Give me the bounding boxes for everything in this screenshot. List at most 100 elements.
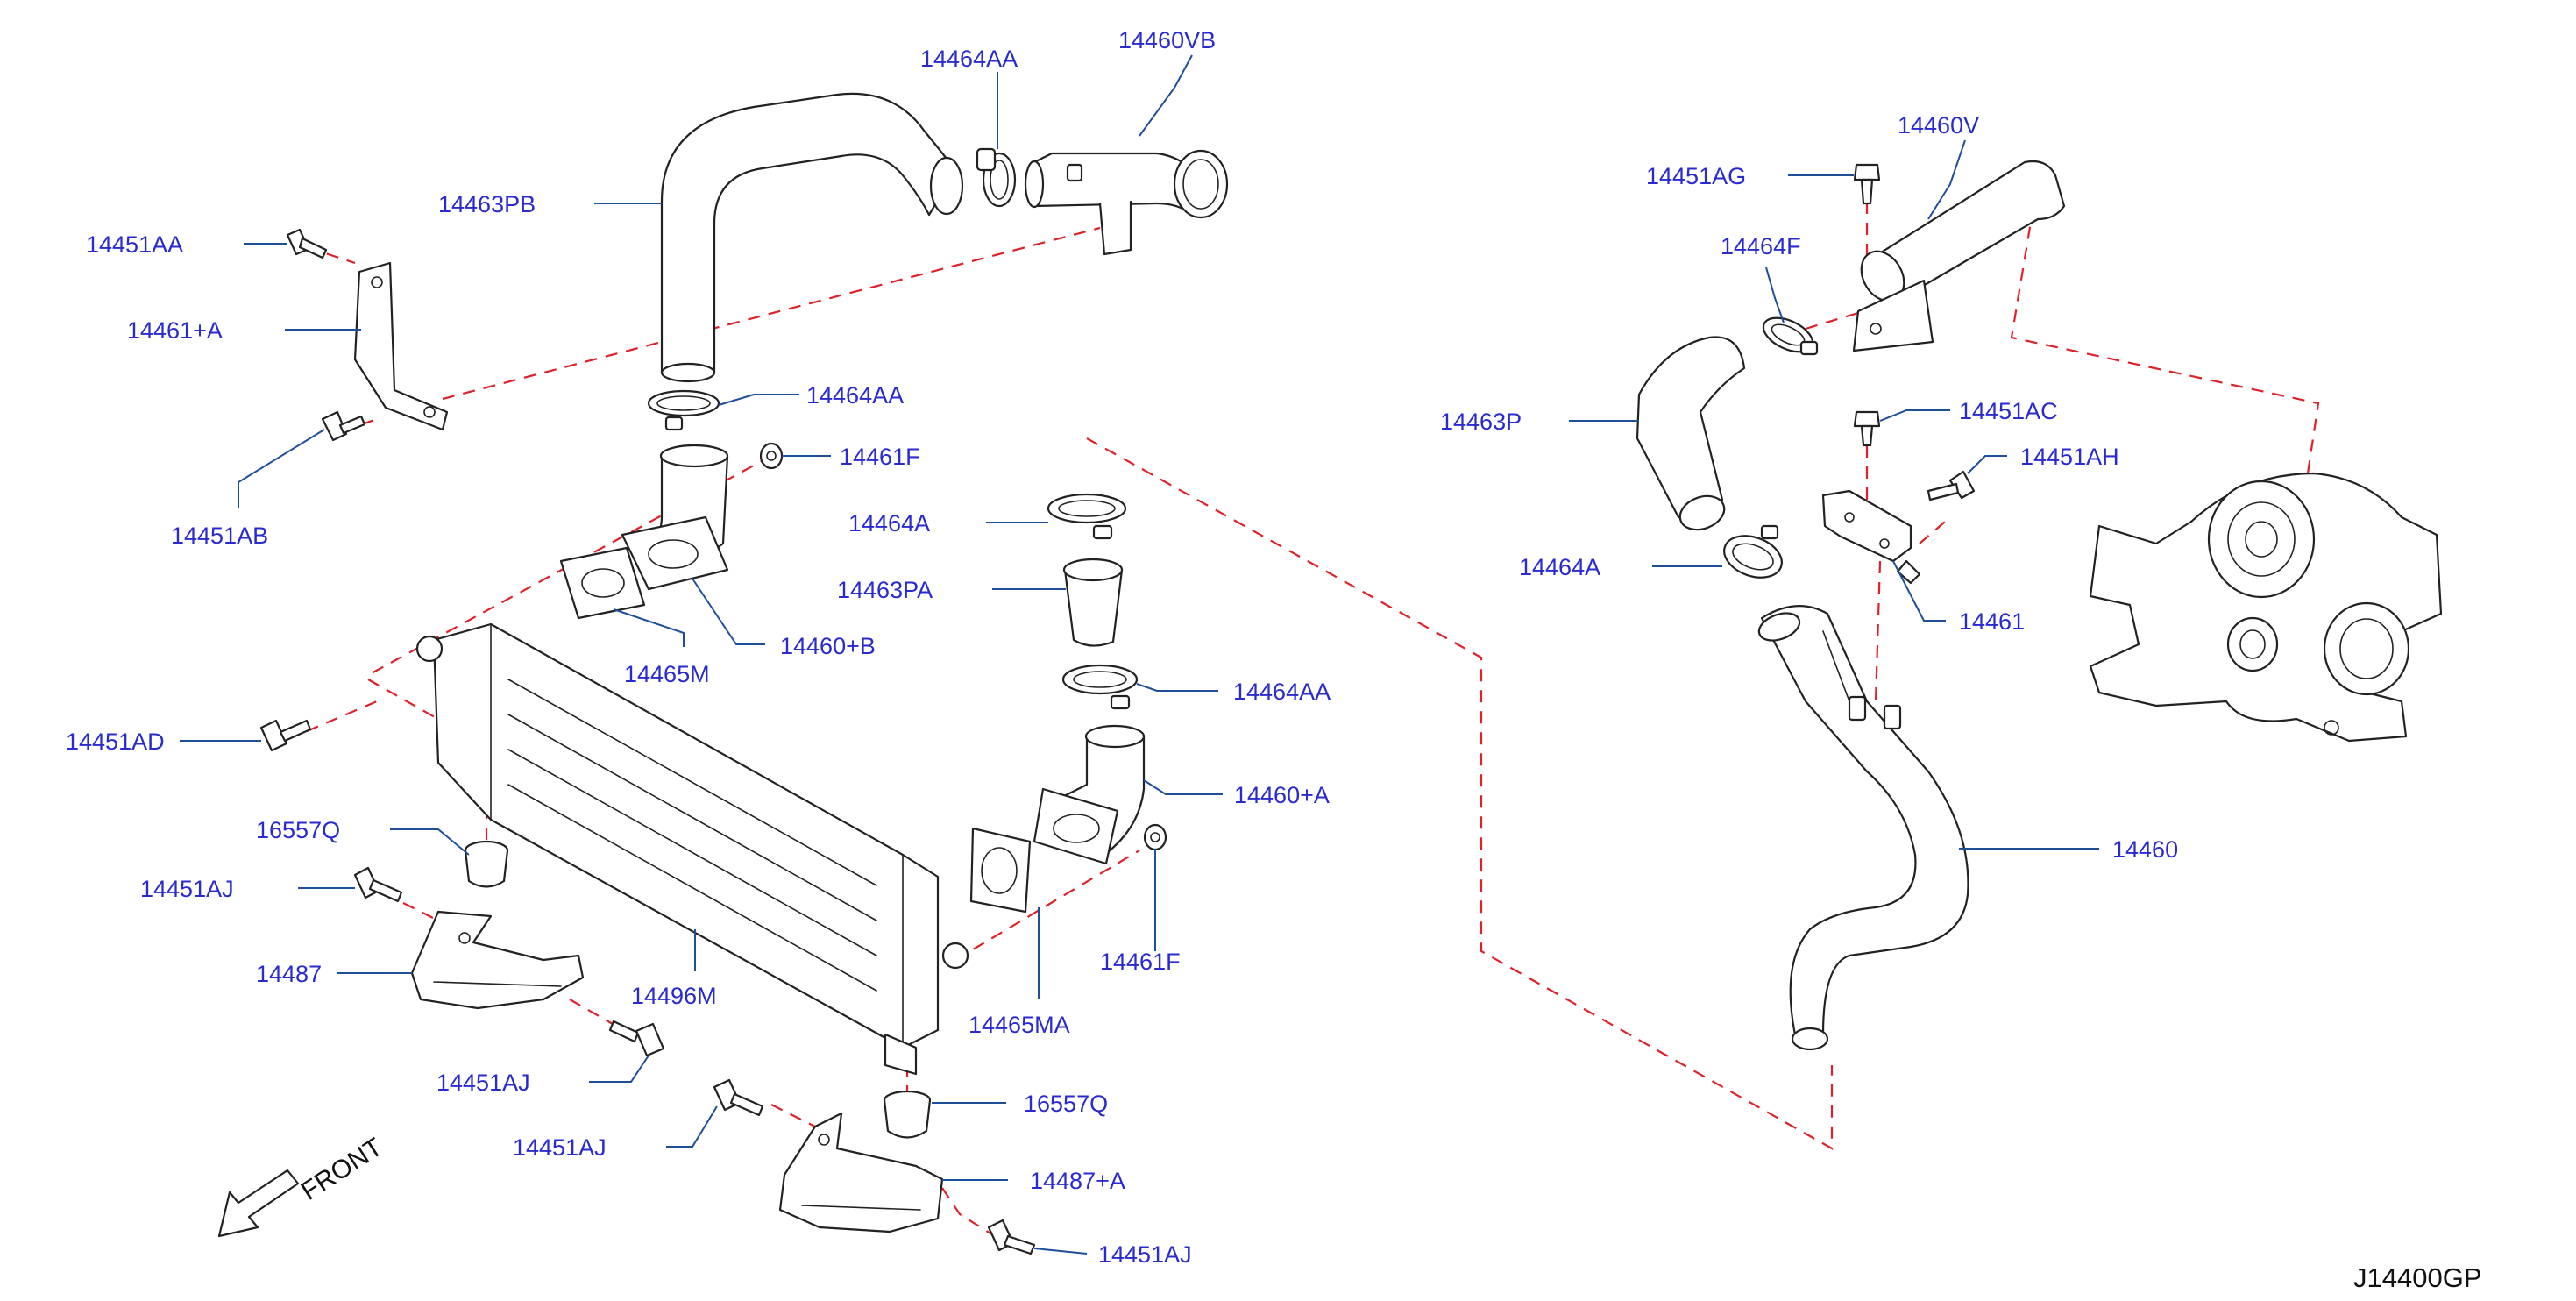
leader-14451AJ-3	[666, 1105, 718, 1148]
label-14451AJ-2: 14451AJ	[436, 1070, 530, 1096]
intercooler-14496m	[415, 622, 969, 1076]
front-arrow	[217, 1169, 300, 1238]
dash-aj4	[941, 1187, 996, 1237]
part-labels: 14460VB 14464AA 14463PB 14451AA 14461+A …	[66, 27, 2178, 1268]
bracket-14461	[1821, 489, 1921, 585]
leader-14460A	[1143, 779, 1223, 795]
label-16557Q-left: 16557Q	[256, 817, 340, 843]
bolt-14451ad	[259, 719, 312, 752]
bolt-14451aa	[286, 228, 328, 259]
leader-14451AC	[1879, 409, 1950, 422]
bolt-14451aj-4	[987, 1219, 1036, 1255]
leader-14460B	[692, 578, 765, 645]
diagram-code: J14400GP	[2353, 1262, 2482, 1293]
leader-14464F	[1765, 267, 1785, 323]
leader-14451AJ-2	[589, 1055, 649, 1083]
dash-turbo-link	[2010, 205, 2320, 492]
tube-14460v	[1852, 160, 2066, 352]
label-14487A: 14487+A	[1030, 1168, 1125, 1194]
dash-aj2	[569, 999, 632, 1035]
clamp-14464aa-mid	[647, 389, 720, 431]
label-16557Q-right: 16557Q	[1024, 1091, 1108, 1117]
bolt-14451ah	[1927, 470, 1976, 501]
turbocharger	[2089, 472, 2443, 743]
clamp-14464aa-low	[1061, 664, 1139, 710]
label-14465MA: 14465MA	[969, 1012, 1070, 1038]
label-14451AB: 14451AB	[171, 523, 268, 549]
elbow-14460a	[1033, 724, 1146, 865]
dash-14464F	[1805, 301, 1894, 331]
label-14463P: 14463P	[1440, 409, 1522, 435]
label-14451AJ-1: 14451AJ	[140, 876, 234, 902]
label-14460A: 14460+A	[1234, 782, 1330, 808]
label-14451AC: 14451AC	[1959, 398, 2058, 424]
bracket-14487	[410, 910, 585, 1010]
label-14451AA: 14451AA	[86, 231, 183, 258]
leader-14451AH	[1967, 455, 2007, 474]
label-14461F-bottom: 14461F	[1100, 949, 1181, 975]
hose-14463pa	[1062, 558, 1124, 647]
clamp-14464a-left	[1047, 493, 1127, 540]
leader-14460VB	[1139, 54, 1193, 137]
label-14463PB: 14463PB	[438, 191, 536, 217]
label-14461F-top: 14461F	[840, 444, 920, 470]
label-14464A-left: 14464A	[848, 510, 930, 537]
dash-right-loop	[1086, 437, 1834, 1150]
leader-16557Q-left	[390, 828, 470, 856]
label-14464A-right: 14464A	[1519, 554, 1600, 580]
label-14451AJ-3: 14451AJ	[513, 1134, 607, 1161]
label-14461: 14461	[1959, 608, 2025, 635]
leader-14451AB	[238, 429, 325, 508]
tube-14460vb	[1024, 149, 1229, 256]
label-14451AG: 14451AG	[1646, 163, 1746, 189]
label-14461A: 14461+A	[127, 317, 223, 344]
label-14487: 14487	[256, 961, 322, 987]
front-label: FRONT	[296, 1133, 388, 1206]
nut-14461f-bottom	[1143, 823, 1167, 851]
dash-ad-bolt	[306, 700, 378, 733]
dash-14461-down	[1874, 560, 1882, 702]
label-14464AA-mid: 14464AA	[806, 382, 904, 409]
label-14464AA-top: 14464AA	[920, 46, 1018, 72]
leader-14451AJ-4	[1033, 1248, 1088, 1255]
gasket-14465m	[559, 546, 646, 620]
label-14496M: 14496M	[631, 983, 717, 1009]
hose-14463p	[1636, 336, 1746, 531]
bracket-14461a	[353, 261, 449, 431]
tube-14460	[1757, 605, 1969, 1051]
leader-14464AA-low	[1136, 683, 1218, 692]
label-14460: 14460	[2112, 836, 2178, 863]
dash-aj3	[770, 1104, 834, 1136]
bolt-14451ab	[321, 410, 366, 442]
dash-bracket-to-pipe	[442, 226, 1101, 401]
insulator-16557q-left	[464, 840, 509, 888]
label-14451AJ-4: 14451AJ	[1098, 1241, 1192, 1268]
bolt-14451aj-3	[713, 1078, 764, 1117]
bolt-14451aj-1	[353, 866, 403, 903]
label-14464AA-low: 14464AA	[1233, 679, 1331, 705]
leader-14460V	[1927, 139, 1966, 220]
leader-14464AA-mid	[718, 394, 799, 406]
dash-AH	[1919, 516, 1951, 544]
bolt-14451ag	[1853, 163, 1881, 205]
label-14460B: 14460+B	[780, 633, 876, 659]
nut-14461f-top	[759, 442, 784, 470]
leader-14461	[1892, 560, 1946, 622]
dash-ic-right-to-elbow	[954, 850, 1140, 961]
label-14451AH: 14451AH	[2020, 444, 2119, 470]
gasket-14465ma	[969, 827, 1032, 914]
elbow-14460b	[621, 444, 729, 591]
bolt-14451aj-2	[608, 1020, 665, 1057]
insulator-16557q-right	[883, 1090, 932, 1139]
label-14464F: 14464F	[1721, 233, 1801, 259]
leader-14465M	[613, 608, 685, 647]
label-14460V: 14460V	[1898, 112, 1979, 139]
clamp-14464a-right	[1723, 524, 1783, 579]
label-14451AD: 14451AD	[66, 729, 165, 755]
clamp-14464aa-top	[976, 147, 1017, 208]
label-14463PA: 14463PA	[837, 577, 933, 603]
clamp-14464f	[1762, 316, 1819, 356]
label-14460VB: 14460VB	[1118, 27, 1216, 53]
hose-14463pb	[660, 92, 964, 383]
